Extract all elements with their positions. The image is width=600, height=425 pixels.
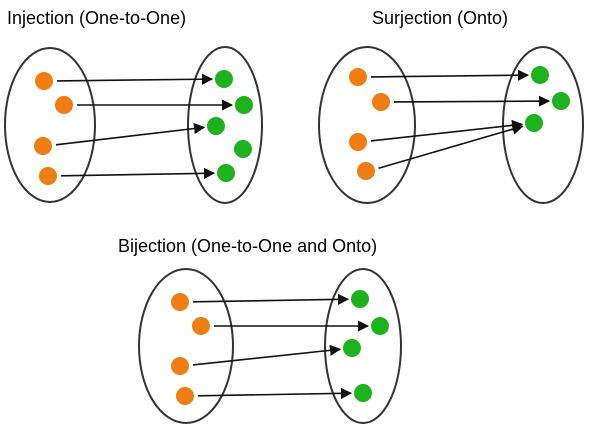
- bijection-codomain-element-2: [371, 317, 389, 335]
- injection-codomain-element-3: [207, 117, 225, 135]
- bijection-codomain-set: [324, 268, 402, 424]
- bijection-panel: Bijection (One-to-One and Onto): [118, 236, 402, 424]
- bijection-codomain-element-1: [351, 290, 369, 308]
- surjection-mapping-arrow-3: [370, 119, 524, 142]
- injection-domain-element-2: [55, 96, 73, 114]
- injection-codomain-element-4: [234, 140, 252, 158]
- injection-domain-set: [4, 47, 96, 203]
- surjection-mapping-arrow-2: [393, 95, 551, 107]
- injection-panel: Injection (One-to-One): [4, 8, 263, 204]
- bijection-dots: [171, 290, 389, 405]
- bijection-mapping-arrow-3: [192, 344, 342, 366]
- surjection-panel: Surjection (Onto): [318, 8, 584, 204]
- bijection-mapping-arrow-4: [197, 387, 353, 399]
- injection-mapping-arrow-3: [55, 122, 206, 146]
- surjection-domain-element-1: [349, 68, 367, 86]
- bijection-domain-set: [138, 268, 234, 424]
- injection-mapping-arrow-4: [60, 167, 216, 179]
- injection-title: Injection (One-to-One): [7, 8, 186, 28]
- surjection-codomain-element-1: [531, 66, 549, 84]
- injection-domain-element-1: [35, 72, 53, 90]
- surjection-mapping-arrow-1: [370, 69, 530, 81]
- surjection-domain-set: [318, 46, 416, 204]
- bijection-domain-element-3: [171, 357, 189, 375]
- bijection-domain-element-1: [171, 293, 189, 311]
- injection-codomain-element-5: [217, 164, 235, 182]
- injection-codomain-element-2: [235, 96, 253, 114]
- surjection-dots: [349, 66, 570, 180]
- surjection-title: Surjection (Onto): [372, 8, 508, 28]
- surjection-arrows: [370, 69, 551, 170]
- injection-mapping-arrow-1: [56, 73, 214, 85]
- surjection-mapping-arrow-4: [378, 123, 524, 170]
- injection-domain-element-4: [39, 167, 57, 185]
- surjection-codomain-set: [502, 46, 584, 204]
- injection-codomain-element-1: [215, 70, 233, 88]
- bijection-domain-element-2: [192, 317, 210, 335]
- bijection-title: Bijection (One-to-One and Onto): [118, 236, 377, 256]
- surjection-codomain-element-3: [525, 114, 543, 132]
- bijection-domain-element-4: [176, 387, 194, 405]
- bijection-arrows: [192, 293, 370, 399]
- surjection-domain-element-4: [357, 162, 375, 180]
- surjection-domain-element-3: [349, 133, 367, 151]
- surjection-domain-element-2: [372, 93, 390, 111]
- injection-arrows: [55, 73, 234, 179]
- injection-dots: [34, 70, 253, 185]
- bijection-codomain-element-3: [343, 339, 361, 357]
- injection-codomain-set: [187, 46, 263, 204]
- bijection-mapping-arrow-1: [192, 293, 350, 305]
- bijection-codomain-element-4: [354, 384, 372, 402]
- injection-domain-element-3: [34, 137, 52, 155]
- surjection-codomain-element-2: [552, 92, 570, 110]
